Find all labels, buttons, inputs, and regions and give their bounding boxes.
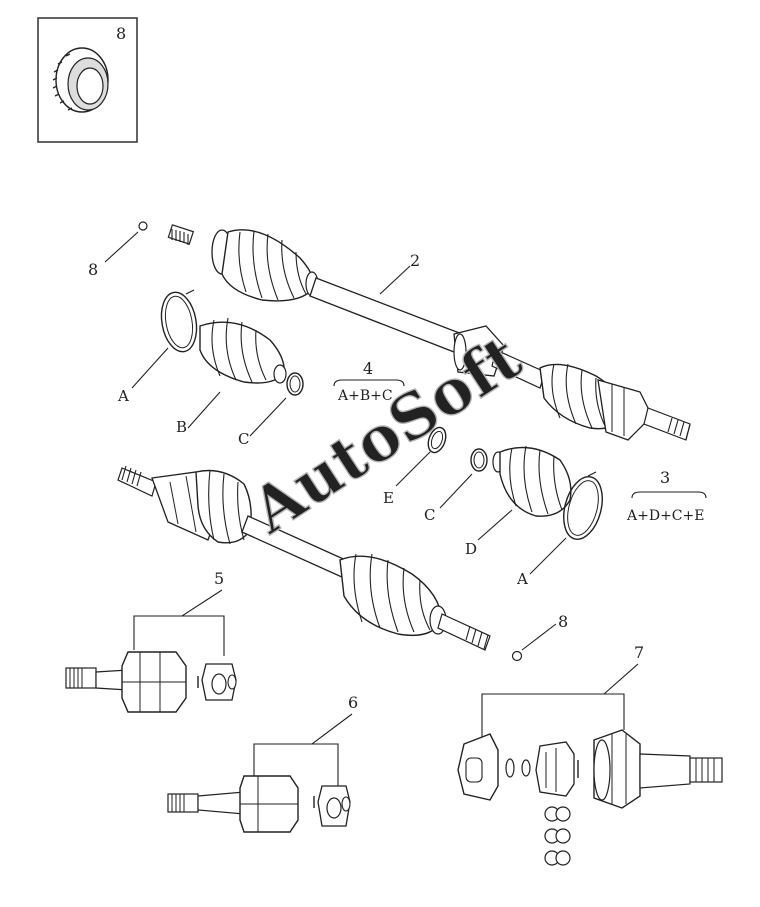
callout-5: 5: [214, 569, 224, 588]
clamp-ring-a-lower: [563, 471, 603, 540]
callout-7: 7: [634, 643, 644, 662]
joint-7-outer-housing-icon: [593, 729, 723, 809]
kit-4-group: 4 A+B+C: [333, 359, 405, 404]
upper-drive-shaft: [138, 221, 691, 441]
clamp-ring-a-upper: [160, 289, 198, 353]
boot-b-upper: [199, 317, 287, 384]
callout-6: 6: [348, 693, 358, 712]
kit-4-formula: A+B+C: [337, 388, 393, 404]
label-c-lower: C: [424, 506, 435, 524]
boot-d-lower: [492, 445, 572, 517]
label-a-lower: A: [516, 570, 528, 588]
inset-callout-8: 8: [116, 24, 126, 43]
lower-drive-shaft: [117, 465, 523, 662]
abs-ring-icon: [52, 47, 109, 113]
upper-kit-parts: [131, 289, 304, 437]
inset-part-8: 8: [37, 17, 138, 143]
label-c-upper: C: [238, 430, 249, 448]
label-a-upper: A: [117, 387, 129, 405]
callout-8-upper: 8: [88, 260, 98, 279]
joint-5-tripod-icon: [201, 663, 237, 701]
joint-5-housing-icon: [65, 651, 187, 713]
label-e-lower: E: [383, 489, 394, 507]
label-d-lower: D: [465, 540, 477, 558]
joint-7-cage-icon: [457, 733, 499, 801]
joint-6-housing-icon: [167, 775, 299, 833]
joint-6-tripod-icon: [317, 785, 351, 827]
lower-kit-parts: [395, 426, 603, 575]
joint-6-assembly: 6: [167, 693, 358, 833]
callout-3: 3: [660, 468, 670, 487]
callout-2: 2: [410, 251, 420, 270]
callout-4: 4: [363, 359, 373, 378]
kit-3-formula: A+D+C+E: [626, 508, 704, 524]
kit-3-group: 3 A+D+C+E: [626, 468, 707, 524]
autosoft-watermark: AutoSoft: [238, 320, 534, 548]
joint-7-spacers-icon: [505, 758, 531, 778]
lower-right-cv-boot: [339, 553, 447, 637]
upper-right-cv-boot: [539, 363, 653, 441]
clamp-e-lower: [427, 426, 447, 454]
joint-7-balls-icon: [544, 806, 571, 866]
clamp-c-lower: [470, 448, 488, 472]
callout-8-lower: 8: [558, 612, 568, 631]
clamp-c-upper: [286, 372, 304, 396]
joint-7-assembly: 7: [457, 643, 723, 866]
joint-7-inner-race-icon: [535, 741, 579, 797]
upper-left-cv-boot: [211, 229, 319, 302]
label-b-upper: B: [176, 418, 187, 436]
joint-5-assembly: 5: [65, 569, 237, 713]
